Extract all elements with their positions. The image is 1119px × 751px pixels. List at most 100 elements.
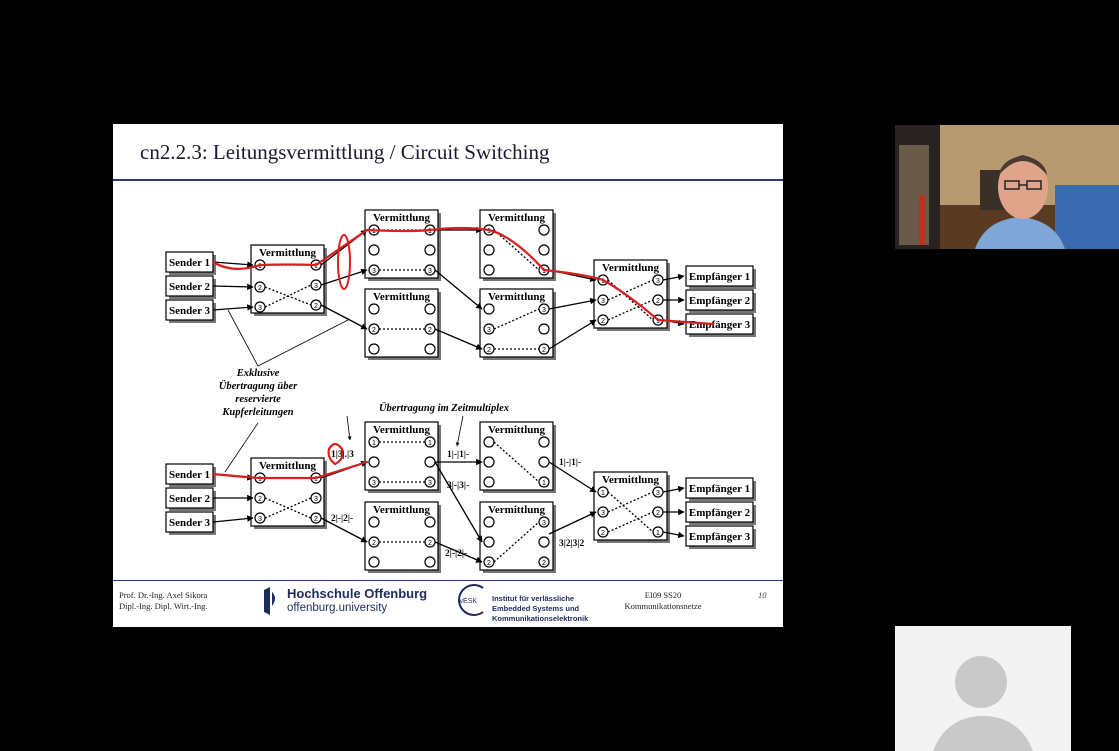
link-c2-d1a [548,297,597,310]
link-a2-b4 [320,517,368,543]
port-d2-in1-label: 1 [601,490,605,497]
link-c3-d2 [548,461,597,493]
switch-a2-title: Vermittlung [259,460,317,472]
port-a1-out1-label: 1 [314,263,318,270]
switch-b3-title: Vermittlung [373,424,431,436]
port-c3-in-empty3 [483,476,495,488]
port-c3-in-empty2 [483,456,495,468]
port-c1-out1-label: 1 [542,268,546,275]
switch-b1-title: Vermittlung [373,212,431,224]
link-b3-c4 [434,461,483,543]
cross-a1-3 [264,284,312,308]
pointer-exclusive-right [257,319,349,367]
port-a1-out3-label: 3 [314,283,318,290]
university-logo-icon [264,587,275,615]
link-a1-b2 [320,304,368,330]
switch-c2-title: Vermittlung [488,291,546,303]
frame-label-4: 3|-|3|- [447,481,469,491]
annotation-exclusive-line-2: Übertragung über [219,379,298,392]
port-c3-in-empty [483,436,495,448]
pointer-tdm-left [346,415,352,441]
port-b3-out-empty [424,456,436,468]
port-c1-in-empty2 [483,264,495,276]
port-b1-out-empty [424,244,436,256]
port-b1-out3-label: 3 [428,268,432,275]
port-b4-out2-label: 2 [428,540,432,547]
author-line-2: Dipl.-Ing. Dipl. Wirt.-Ing. [119,601,208,611]
port-c4-in2-label: 2 [487,560,491,567]
link-b4-c4 [434,541,483,563]
receiver-2-box-lower-text: Empfänger 2 [689,507,751,519]
cross-a2-3 [264,497,312,519]
port-d2-out2-label: 2 [656,510,660,517]
port-c1-out-empty2 [538,244,550,256]
sender-3-box-text: Sender 3 [169,305,211,317]
port-b4-out-empty [424,516,436,528]
frame-label-5: 2|-|2|- [445,549,467,559]
link-b1-c2 [434,269,483,310]
receiver-3-box-text: Empfänger 3 [689,319,751,331]
slide-title: cn2.2.3: Leitungsvermittlung / Circuit S… [140,140,550,164]
red-path-lower [211,460,369,480]
port-d2-in2-label: 2 [601,530,605,537]
link-c4-d2 [548,511,597,535]
port-d2-out3-label: 3 [656,490,660,497]
cross-d1-2 [607,279,654,301]
port-a1-out2-label: 2 [314,303,318,310]
port-d1-out2-label: 2 [656,298,660,305]
switch-b4-title: Vermittlung [373,504,431,516]
receiver-3-box [685,313,754,335]
pointer-exclusive-up [227,309,259,367]
cross-d1-3 [607,299,654,321]
port-b1-out1-label: 1 [428,228,432,235]
port-b4-out-empty2 [424,556,436,568]
annotation-exclusive-line-3: reservierte [235,394,281,405]
port-b3-in3-label: 3 [372,480,376,487]
red-path-upper [211,226,715,326]
link-d2-r3 [662,531,685,539]
port-b3-in-empty [368,456,380,468]
presentation-slide: cn2.2.3: Leitungsvermittlung / Circuit S… [113,124,783,627]
course-code: EI09 SS20 [644,590,682,600]
frame-label-7: 3|2|3|2 [559,539,585,549]
port-b3-in1-label: 1 [372,440,376,447]
port-a2-in2-label: 2 [258,496,262,503]
receiver-1-box-text: Empfänger 1 [689,271,750,283]
institute-logo-icon: ivESK [458,584,484,616]
red-mark-frame [327,442,344,466]
port-b2-in-empty [368,303,380,315]
port-b2-in2-label: 2 [372,327,376,334]
sender-3-box-lower-text: Sender 3 [169,517,211,529]
port-a2-out2-label: 2 [314,516,318,523]
port-b3-out1-label: 1 [428,440,432,447]
annotation-exclusive-line-1: Exklusive [236,368,280,379]
link-s1-a1 [212,261,254,268]
red-circle-upper [337,234,351,290]
university-url: offenburg.university [287,602,388,614]
sender-1-box-lower-text: Sender 1 [169,469,210,481]
link-b2-c2 [434,328,483,350]
receiver-2-box [685,289,754,311]
port-b2-out-empty [424,303,436,315]
presenter-video-tile[interactable] [895,125,1119,249]
avatar-placeholder-body [931,716,1035,751]
port-d1-in2-label: 2 [601,318,605,325]
receiver-2-box-text: Empfänger 2 [689,295,751,307]
port-b1-in-empty [368,244,380,256]
port-c4-out-empty [538,536,550,548]
port-b4-in-empty [368,516,380,528]
institute-name: Institut für verlässliche Embedded Syste… [492,594,588,624]
port-b2-out-empty2 [424,343,436,355]
port-b2-in-empty2 [368,343,380,355]
port-c2-in3-label: 3 [487,327,491,334]
port-c4-in-empty [483,516,495,528]
link-s2-a1 [212,283,254,291]
port-b1-in3-label: 3 [372,268,376,275]
link-s3-a1 [212,304,254,311]
presenter-camera-image [895,125,1119,249]
port-c4-out2-label: 2 [542,560,546,567]
receiver-1-box-lower [685,477,754,499]
port-c2-out3-label: 3 [542,307,546,314]
title-divider [113,179,783,181]
participant-avatar-tile[interactable] [895,626,1071,751]
